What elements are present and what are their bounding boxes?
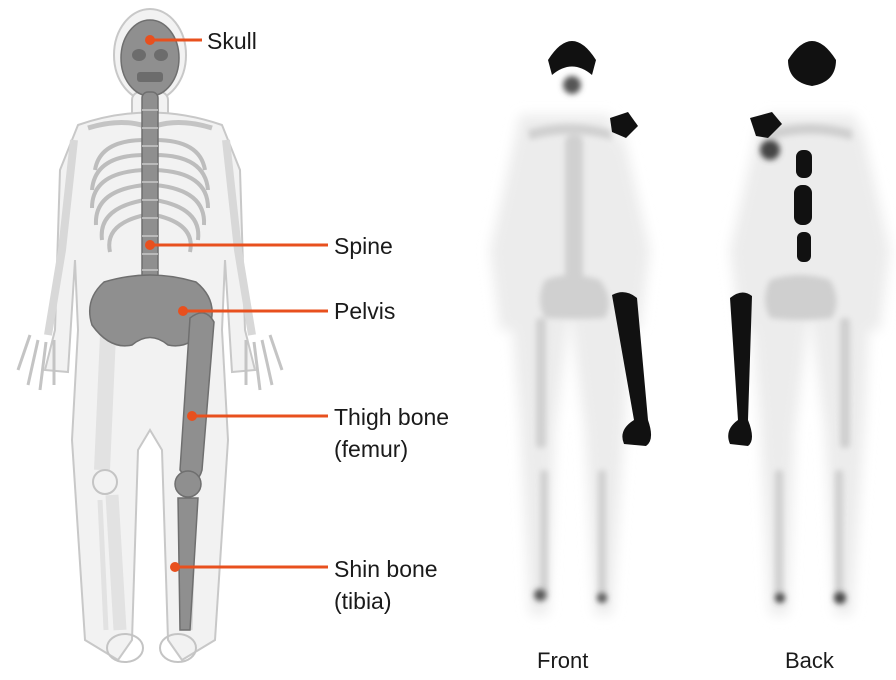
pelvis-label: Pelvis — [334, 296, 395, 326]
femur-dot — [187, 411, 197, 421]
back-skull — [788, 41, 836, 86]
tibia-label-line2: (tibia) — [334, 586, 392, 616]
skull-bone — [121, 20, 179, 96]
back-spine-3 — [797, 232, 811, 262]
skull-dot — [145, 35, 155, 45]
back-caption: Back — [785, 648, 834, 674]
pelvis-dot — [178, 306, 188, 316]
femur-label-line2: (femur) — [334, 434, 408, 464]
bone-scan-back — [728, 41, 890, 615]
front-caption: Front — [537, 648, 588, 674]
back-spine-2 — [794, 185, 812, 225]
back-femur — [728, 292, 752, 446]
tibia-dot — [170, 562, 180, 572]
bone-scan-front — [490, 41, 651, 615]
spine-label: Spine — [334, 231, 393, 261]
skull-label: Skull — [207, 26, 257, 56]
knee-bone — [175, 471, 201, 497]
back-spine-1 — [796, 150, 812, 178]
spine-dot — [145, 240, 155, 250]
tibia-label-line1: Shin bone — [334, 554, 438, 584]
femur-label-line1: Thigh bone — [334, 402, 449, 432]
front-skull — [548, 41, 596, 75]
